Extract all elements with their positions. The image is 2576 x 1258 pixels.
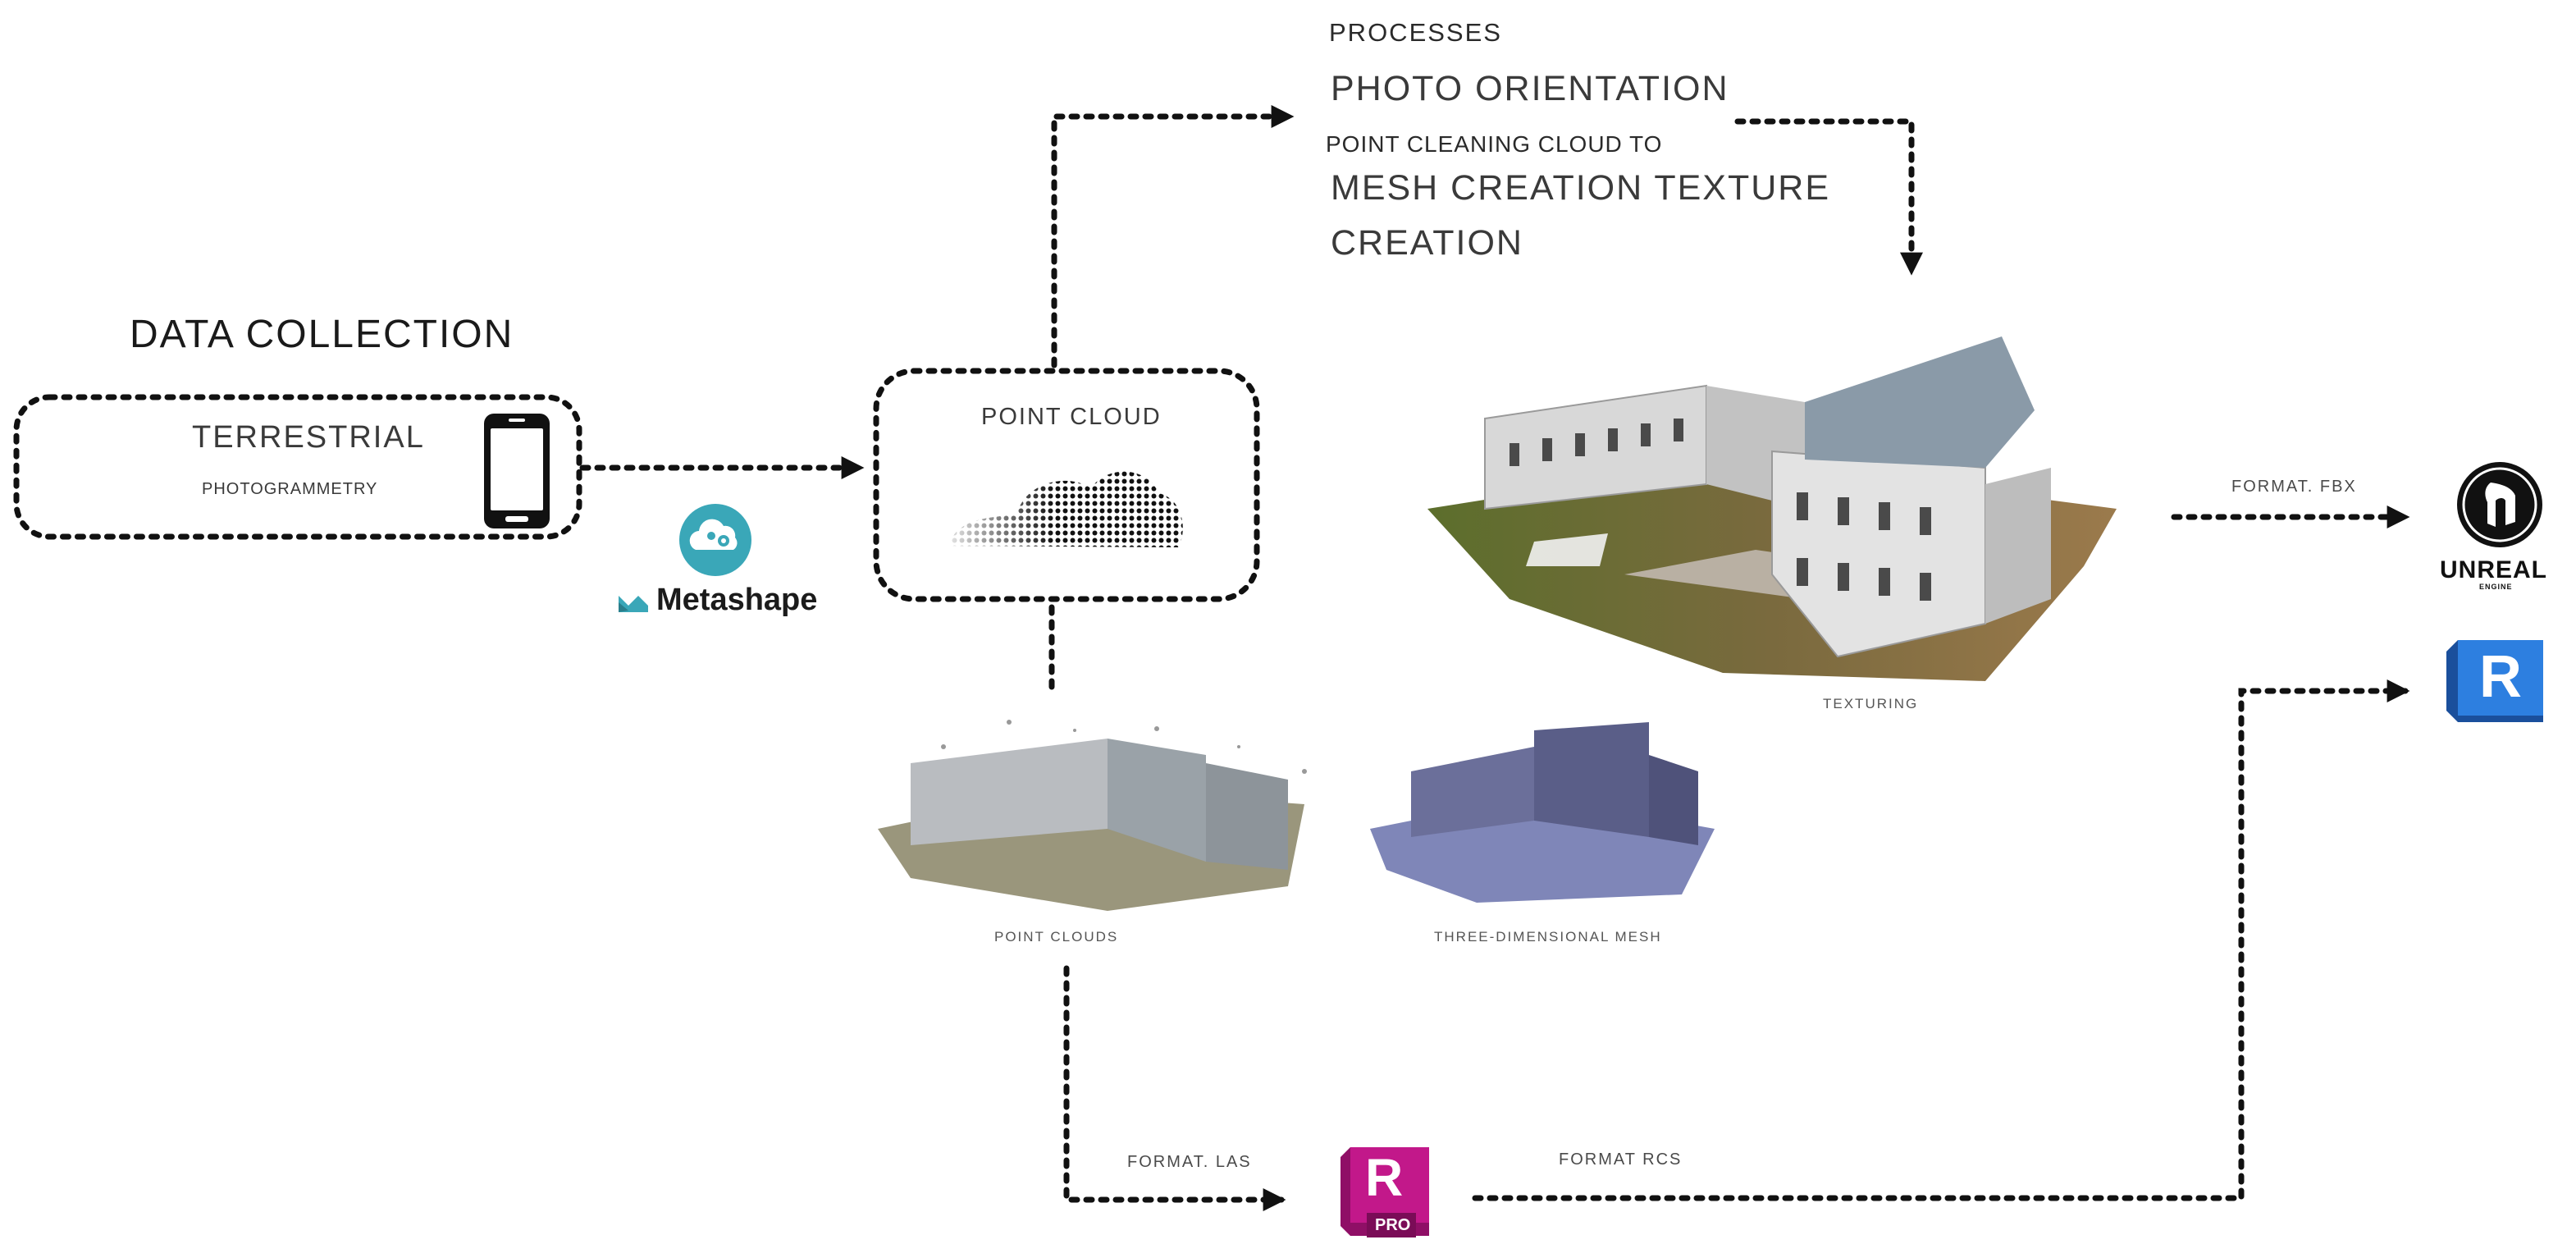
format-las-label: FORMAT. LAS xyxy=(1127,1153,1252,1171)
format-rcs-label: FORMAT RCS xyxy=(1559,1150,1683,1169)
process-step-mesh-creation: MESH CREATION TEXTURE xyxy=(1331,168,1831,208)
process-step-point-cleaning: POINT CLEANING CLOUD TO xyxy=(1326,131,1663,157)
texturing-label: TEXTURING xyxy=(1823,696,1919,711)
arrow-processes-to-texturing xyxy=(1734,118,1923,276)
recap-pro-logo-icon: R PRO xyxy=(1337,1144,1434,1241)
data-collection-title: DATA COLLECTION xyxy=(130,313,514,356)
mesh-model-image xyxy=(1370,722,1715,903)
unreal-wordmark: UNREAL xyxy=(2440,556,2547,583)
arrow-pointclouds-to-recap xyxy=(1063,965,1286,1211)
recap-pro-badge: PRO xyxy=(1375,1216,1411,1234)
process-step-creation: CREATION xyxy=(1331,223,1523,263)
dotted-cloud-icon xyxy=(948,471,1183,547)
revit-logo-icon: R xyxy=(2443,635,2548,727)
three-dimensional-mesh-label: THREE-DIMENSIONAL MESH xyxy=(1434,929,1662,945)
arrow-recap-to-revit xyxy=(1472,679,2410,1201)
unreal-engine-subword: ENGINE xyxy=(2479,583,2513,591)
data-collection-box xyxy=(13,394,582,540)
smartphone-icon xyxy=(484,414,550,528)
arrow-pointcloud-to-processes xyxy=(1051,105,1295,368)
format-fbx-label: FORMAT. FBX xyxy=(2231,478,2357,496)
terrestrial-label: TERRESTRIAL xyxy=(192,420,425,455)
point-cloud-model-image xyxy=(878,720,1307,911)
metashape-wordmark: Metashape xyxy=(656,583,818,617)
point-cloud-label: POINT CLOUD xyxy=(981,404,1162,430)
cloud-gear-icon xyxy=(679,504,751,576)
point-cloud-box xyxy=(873,368,1260,602)
metashape-logo-mark-icon xyxy=(619,596,648,612)
unreal-engine-logo-icon xyxy=(2457,462,2542,547)
textured-building-model-image xyxy=(1427,336,2117,681)
process-step-photo-orientation: PHOTO ORIENTATION xyxy=(1331,69,1729,108)
processes-heading: PROCESSES xyxy=(1329,18,1502,47)
photogrammetry-label: PHOTOGRAMMETRY xyxy=(202,480,378,498)
point-clouds-label: POINT CLOUDS xyxy=(994,929,1119,945)
